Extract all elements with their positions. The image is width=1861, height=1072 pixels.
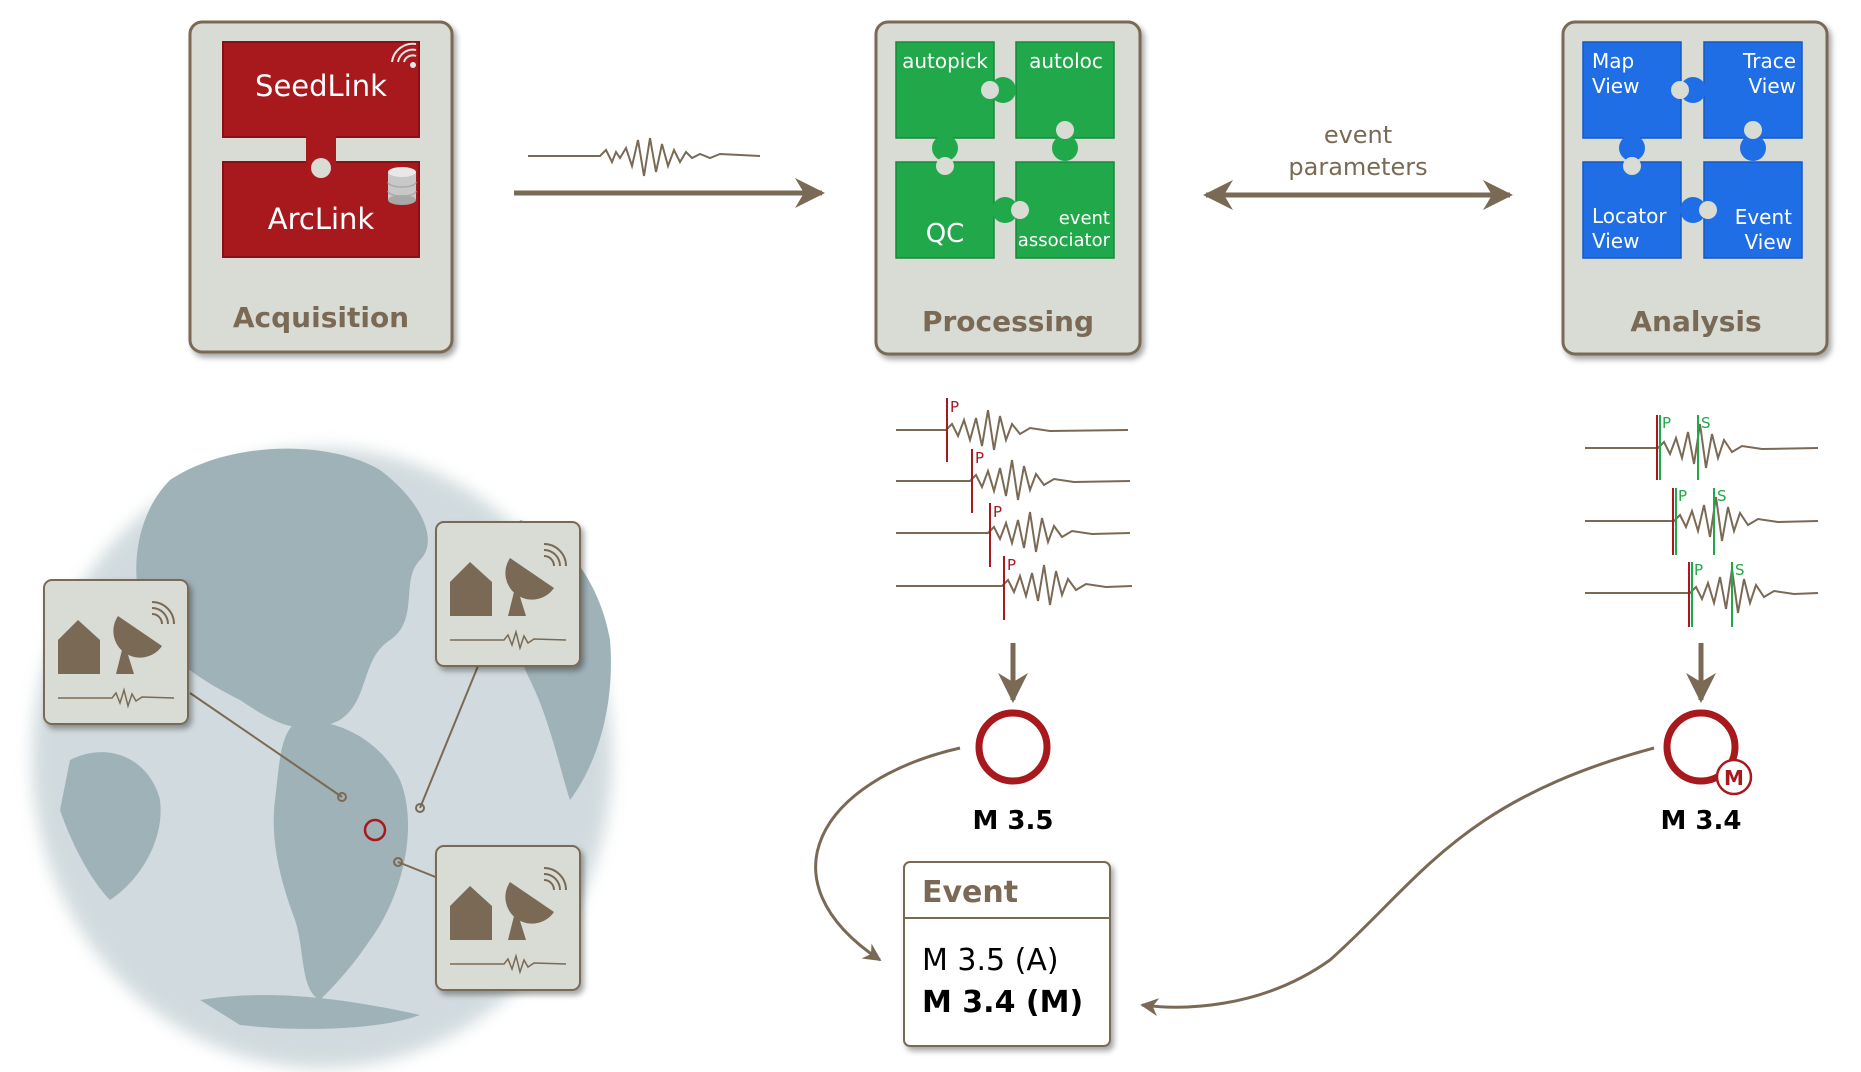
event-manual-magnitude: M 3.4 (M) [922,985,1083,1020]
autoloc-label: autoloc [1029,49,1103,73]
auto-magnitude: M 3.5 [973,806,1054,836]
house-icon [450,562,492,616]
seedlink-module[interactable] [222,41,420,138]
station-trace [450,629,567,651]
event-box-title: Event [922,875,1018,910]
s-pick-label: S [1701,414,1711,432]
p-pick-label: P [993,503,1002,521]
event-view-label-1: Event [1735,205,1792,229]
station-card-1[interactable] [43,579,189,725]
satellite-dish-icon [505,867,567,940]
manual-traces: P S P S P S [1585,414,1819,627]
seedlink-label: SeedLink [255,69,387,103]
p-pick-label: P [1678,487,1687,505]
manual-to-event-arrow [1140,746,1655,1017]
locator-view-label: View [1592,229,1639,253]
satellite-dish-icon [505,543,567,616]
manual-trace-3: P S [1585,561,1819,627]
map-view-label: View [1592,74,1639,98]
house-icon [58,620,100,674]
manual-badge-circle [1715,758,1753,796]
qc-label: QC [926,219,965,249]
manual-origin-icon [1663,709,1739,785]
manual-magnitude: M 3.4 [1661,806,1742,836]
manual-badge: M [1724,766,1744,790]
event-auto-magnitude: M 3.5 (A) [922,943,1059,978]
map-view-module[interactable] [1582,41,1682,139]
s-pick-label: S [1735,561,1745,579]
event-box[interactable]: Event M 3.5 (A) M 3.4 (M) [903,861,1111,1047]
p-pick-label: P [950,398,959,416]
house-icon [450,886,492,940]
station-card-3[interactable] [435,845,581,991]
event-parameters-line1: event [1324,121,1392,149]
arclink-label: ArcLink [268,202,375,236]
processing-panel: autopick autoloc QC event associator Pro… [874,20,1142,356]
station-card-2[interactable] [435,521,581,667]
p-pick-label: P [1007,556,1016,574]
station-trace [450,953,567,975]
epicenter-marker [363,818,387,842]
event-label: event [1059,208,1110,229]
map-label: Map [1592,49,1634,73]
auto-trace-1: P [896,398,1129,462]
station-trace [58,687,175,709]
auto-trace-3: P [896,503,1131,567]
p-pick-label: P [1694,561,1703,579]
automatic-traces: P P P P [896,398,1133,620]
event-view-module[interactable] [1703,161,1803,259]
autopick-module[interactable] [895,41,995,139]
auto-to-event-arrow [814,746,961,962]
database-icon [387,167,417,205]
event-associator-module[interactable] [1015,161,1115,259]
event-view-label-2: View [1745,230,1792,254]
auto-trace-2: P [896,449,1131,513]
auto-trace-4: P [896,556,1133,620]
locator-label: Locator [1592,204,1667,228]
station-link-2 [419,665,479,809]
s-pick-label: S [1717,487,1727,505]
acquisition-title: Acquisition [233,301,409,334]
autopick-label: autopick [902,49,988,73]
associator-label: associator [1018,230,1111,251]
auto-origin-icon [975,709,1051,785]
qc-module[interactable] [895,161,995,259]
event-parameters-line2: parameters [1288,153,1427,181]
manual-trace-1: P S [1585,414,1819,480]
processing-title: Processing [922,305,1094,338]
trace-view-label: View [1749,74,1796,98]
analysis-panel: Map View Trace View Locator View Event V… [1561,20,1829,356]
raw-waveform [528,137,761,177]
satellite-dish-icon [113,601,175,674]
station-link-1 [189,692,343,798]
p-pick-label: P [1662,414,1671,432]
trace-label: Trace [1742,49,1796,73]
station-link-3 [397,861,439,879]
p-pick-label: P [975,449,984,467]
manual-trace-2: P S [1585,487,1819,555]
analysis-title: Analysis [1630,305,1761,338]
wireless-icon [391,42,417,68]
acquisition-panel: SeedLink ArcLink Acquisition [188,20,454,354]
